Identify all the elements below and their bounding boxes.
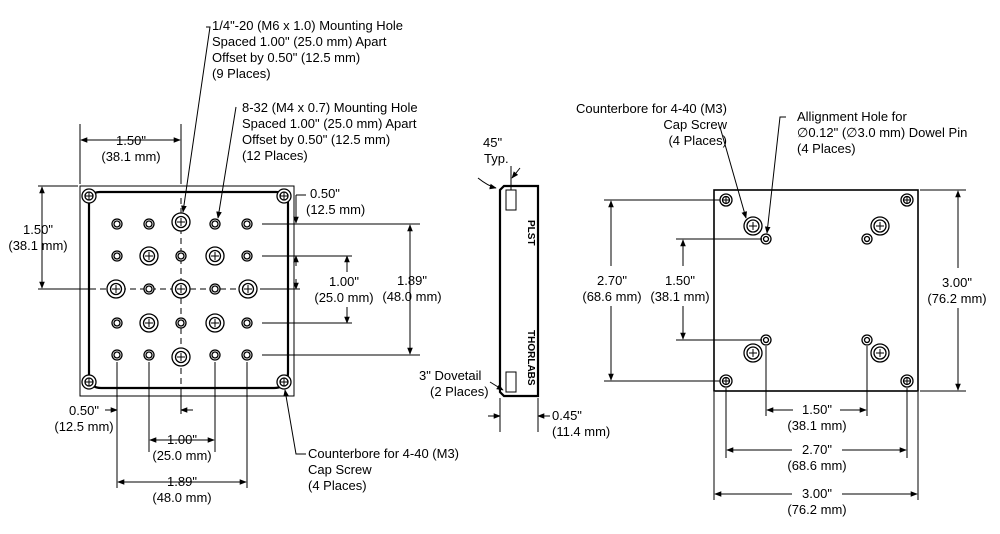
dim-189-right-label-2: (48.0 mm) (382, 289, 441, 304)
front-quarter20-holes (106, 212, 258, 367)
callout-front-counterbore: Counterbore for 4-40 (M3) Cap Screw (4 P… (308, 446, 459, 493)
leader-back-alignment (764, 116, 786, 234)
side-label-bottom: THORLABS (525, 330, 536, 386)
dim-270-left-label-2: (68.6 mm) (582, 289, 641, 304)
callout-832-line3: Offset by 0.50" (12.5 mm) (242, 132, 390, 147)
callout-back-alignment-line3: (4 Places) (797, 141, 856, 156)
callout-832-line4: (12 Places) (242, 148, 308, 163)
dim-150-left-label-1: 1.50" (665, 273, 695, 288)
callout-quarter20-line3: Offset by 0.50" (12.5 mm) (212, 50, 360, 65)
leader-front-counterbore (283, 389, 306, 455)
leader-832 (216, 106, 237, 219)
dim-050-bottom-label-1: 0.50" (69, 403, 99, 418)
back-corner-holes (719, 193, 914, 388)
back-counterbores (743, 216, 890, 363)
side-dovetail-2: (2 Places) (430, 384, 489, 399)
dim-270-left-label-1: 2.70" (597, 273, 627, 288)
front-832-holes (111, 218, 253, 361)
dim-left-label-2: (38.1 mm) (8, 238, 67, 253)
dim-189-bottom-label-1: 1.89" (167, 474, 197, 489)
dim-100-right-label-2: (25.0 mm) (314, 290, 373, 305)
dim-150-bottom-label-1: 1.50" (802, 402, 832, 417)
dim-300-right-label-2: (76.2 mm) (927, 291, 986, 306)
dim-189-bottom-label-2: (48.0 mm) (152, 490, 211, 505)
callout-quarter20-line1: 1/4"-20 (M6 x 1.0) Mounting Hole (212, 18, 403, 33)
dim-150-bottom-label-2: (38.1 mm) (787, 418, 846, 433)
callout-back-alignment-line2: ∅0.12" (∅3.0 mm) Dowel Pin (797, 125, 967, 140)
side-angle-1: 45" (483, 135, 502, 150)
side-label-top: PLST (525, 220, 536, 246)
callout-832: 8-32 (M4 x 0.7) Mounting Hole Spaced 1.0… (242, 100, 418, 163)
side-view: PLST THORLABS 45" Typ. 3" Dovetail (2 Pl… (419, 135, 610, 439)
dim-189-right-label-1: 1.89" (397, 273, 427, 288)
dim-top-label-1: 1.50" (116, 133, 146, 148)
side-angle-2: Typ. (484, 151, 509, 166)
callout-back-counterbore-line3: (4 Places) (668, 133, 727, 148)
callout-front-counterbore-line1: Counterbore for 4-40 (M3) (308, 446, 459, 461)
front-corner-counterbores (81, 188, 292, 390)
callout-quarter20-line4: (9 Places) (212, 66, 271, 81)
callout-back-alignment: Allignment Hole for ∅0.12" (∅3.0 mm) Dow… (797, 109, 967, 156)
dim-300-bottom-label-1: 3.00" (802, 486, 832, 501)
dim-270-bottom-label-2: (68.6 mm) (787, 458, 846, 473)
callout-832-line2: Spaced 1.00" (25.0 mm) Apart (242, 116, 417, 131)
back-view: 2.70" (68.6 mm) 1.50" (38.1 mm) 3.00" (7… (576, 101, 987, 517)
dim-top-label-2: (38.1 mm) (101, 149, 160, 164)
side-dovetail-1: 3" Dovetail (419, 368, 482, 383)
dim-100-bottom-label-2: (25.0 mm) (152, 448, 211, 463)
dim-100-right-label-1: 1.00" (329, 274, 359, 289)
callout-back-counterbore-line1: Counterbore for 4-40 (M3) (576, 101, 727, 116)
callout-quarter20: 1/4"-20 (M6 x 1.0) Mounting Hole Spaced … (212, 18, 403, 81)
side-thickness-1: 0.45" (552, 408, 582, 423)
dim-300-right-label-1: 3.00" (942, 275, 972, 290)
dim-050-right-label-2: (12.5 mm) (306, 202, 365, 217)
side-profile (498, 184, 540, 398)
callout-front-counterbore-line2: Cap Screw (308, 462, 372, 477)
dim-270-bottom-label-1: 2.70" (802, 442, 832, 457)
callout-832-line1: 8-32 (M4 x 0.7) Mounting Hole (242, 100, 418, 115)
leader-quarter20 (181, 26, 211, 213)
dim-050-bottom-label-2: (12.5 mm) (54, 419, 113, 434)
front-view: 1.50" (38.1 mm) 1.50" (38.1 mm) 0.50" (1… (8, 18, 459, 505)
leader-back-counterbore (719, 126, 747, 219)
dim-300-bottom-label-2: (76.2 mm) (787, 502, 846, 517)
dim-050-right-label-1: 0.50" (310, 186, 340, 201)
dim-150-left-label-2: (38.1 mm) (650, 289, 709, 304)
dim-100-bottom-label-1: 1.00" (167, 432, 197, 447)
callout-front-counterbore-line3: (4 Places) (308, 478, 367, 493)
dim-left-label-1: 1.50" (23, 222, 53, 237)
callout-back-counterbore: Counterbore for 4-40 (M3) Cap Screw (4 P… (576, 101, 728, 148)
callout-quarter20-line2: Spaced 1.00" (25.0 mm) Apart (212, 34, 387, 49)
callout-back-alignment-line1: Allignment Hole for (797, 109, 907, 124)
back-dowel-holes (760, 233, 873, 346)
callout-back-counterbore-line2: Cap Screw (663, 117, 727, 132)
side-thickness-2: (11.4 mm) (552, 424, 610, 439)
